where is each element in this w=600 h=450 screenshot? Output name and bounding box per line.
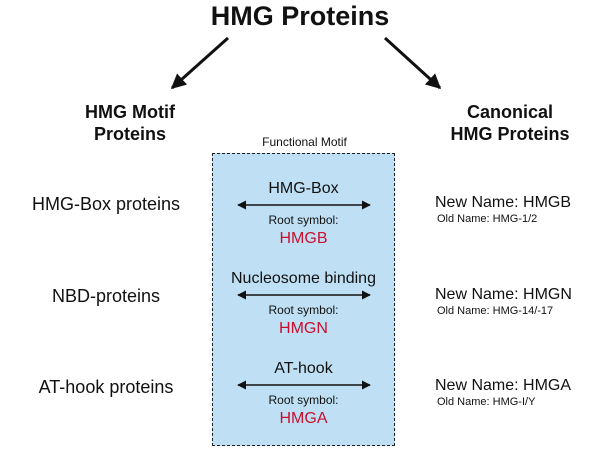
motif-proteins-heading-line2: Proteins <box>93 124 167 144</box>
old-name-hmgn: Old Name: HMG-14/-17 <box>437 305 554 317</box>
protein-name-hmg-box: HMG-Box proteins <box>31 194 181 214</box>
root-symbol-hmgn: HMGN <box>279 320 328 337</box>
old-name-hmgb: Old Name: HMG-1/2 <box>437 213 538 225</box>
new-name-hmgn: New Name: HMGN <box>435 286 572 303</box>
motif-name-hmg-box: HMG-Box <box>268 180 339 197</box>
arrow-to-motif-proteins <box>170 36 229 90</box>
new-name-hmga: New Name: HMGA <box>435 377 572 394</box>
root-symbol-hmga: HMGA <box>279 410 328 427</box>
new-name-hmgb: New Name: HMGB <box>435 194 572 211</box>
functional-motif-caption: Functional Motif <box>262 135 347 149</box>
protein-name-nbd: NBD-proteins <box>51 286 161 306</box>
diagram-title: HMG Proteins <box>210 1 390 31</box>
canonical-proteins-heading-line2: HMG Proteins <box>450 124 570 144</box>
motif-proteins-heading-line1: HMG Motif <box>85 102 175 122</box>
canonical-proteins-heading: Canonical HMG Proteins <box>420 101 600 145</box>
canonical-proteins-heading-line1: Canonical <box>466 102 554 122</box>
old-name-hmga: Old Name: HMG-I/Y <box>437 396 536 408</box>
motif-proteins-heading: HMG Motif Proteins <box>40 101 220 145</box>
root-label-hmga: Root symbol: <box>268 393 339 407</box>
motif-name-nucleosome-binding: Nucleosome binding <box>231 270 376 287</box>
root-label-hmgn: Root symbol: <box>268 303 339 317</box>
motif-name-at-hook: AT-hook <box>274 360 333 377</box>
root-label-hmgb: Root symbol: <box>268 213 339 227</box>
root-symbol-hmgb: HMGB <box>279 230 328 247</box>
arrow-to-canonical-proteins <box>383 36 442 90</box>
protein-name-at-hook: AT-hook proteins <box>38 377 174 397</box>
